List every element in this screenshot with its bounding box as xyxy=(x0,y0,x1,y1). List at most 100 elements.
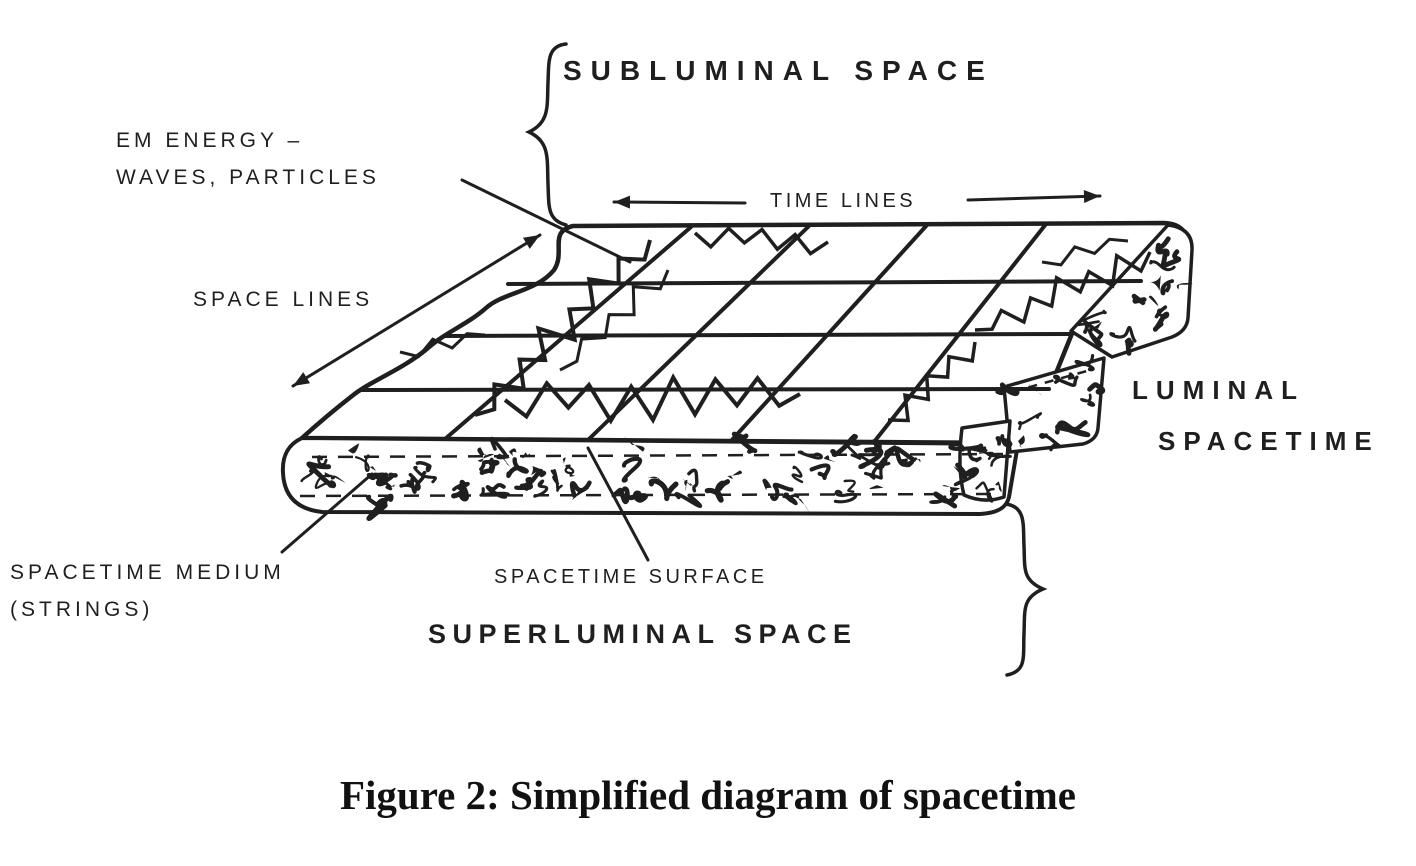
string-squiggle xyxy=(1080,393,1096,407)
string-blob xyxy=(942,485,961,492)
space-line xyxy=(443,225,693,441)
em-zigzag xyxy=(559,269,670,372)
em-zigzag xyxy=(887,341,977,423)
em-zigzag xyxy=(1041,237,1129,267)
grouping-braces xyxy=(524,42,1048,677)
string-blob xyxy=(508,448,517,457)
string-blob xyxy=(874,441,884,454)
string-blob xyxy=(913,456,921,463)
string-blob xyxy=(1090,321,1102,329)
medium-dashed-lines xyxy=(299,367,1095,498)
string-blob xyxy=(953,465,968,479)
label-em-energy-line2: WAVES, PARTICLES xyxy=(116,166,380,189)
slab-faces xyxy=(280,220,1194,516)
dashed-line xyxy=(1011,367,1095,394)
em-zigzag xyxy=(503,373,801,425)
string-squiggle xyxy=(1075,309,1107,327)
arrows-and-leaders xyxy=(280,178,1102,562)
em-energy-leader xyxy=(460,178,632,264)
string-blob xyxy=(823,455,836,463)
string-squiggle xyxy=(1160,279,1175,296)
string-squiggle xyxy=(953,472,975,487)
string-squiggle xyxy=(1017,412,1043,431)
string-squiggle xyxy=(514,476,533,491)
time-line xyxy=(443,332,1073,338)
string-squiggle xyxy=(451,479,470,502)
string-squiggle xyxy=(929,489,955,504)
space-line xyxy=(586,224,811,442)
string-blob xyxy=(762,478,772,490)
string-squiggle xyxy=(843,439,863,460)
string-blob xyxy=(798,498,810,513)
superluminal-brace xyxy=(1004,502,1048,677)
string-squiggle xyxy=(399,477,417,494)
string-squiggle xyxy=(648,478,679,501)
string-blob xyxy=(1018,435,1025,448)
arrowhead xyxy=(522,235,540,249)
string-squiggle xyxy=(380,472,398,485)
arrowhead xyxy=(1083,189,1100,203)
string-squiggle xyxy=(1087,382,1106,395)
luminal-lower-face xyxy=(958,419,1012,502)
string-squiggle xyxy=(506,457,529,478)
string-squiggle xyxy=(564,464,575,475)
string-squiggle xyxy=(415,461,432,473)
string-squiggle xyxy=(1131,293,1147,306)
string-blob xyxy=(684,479,688,492)
string-squiggle xyxy=(704,480,726,503)
string-squiggle xyxy=(1149,259,1176,272)
string-squiggle xyxy=(1039,433,1063,452)
string-blob xyxy=(1148,295,1159,306)
label-luminal-line2: SPACETIME xyxy=(1158,426,1380,456)
string-squiggle xyxy=(830,433,858,457)
string-blob xyxy=(388,484,396,488)
string-squiggle xyxy=(479,462,496,475)
string-blob xyxy=(569,471,577,478)
string-squiggle xyxy=(408,470,427,491)
string-squiggle xyxy=(1160,249,1182,269)
string-blob xyxy=(531,465,541,475)
dashed-line xyxy=(299,492,997,498)
string-blob xyxy=(624,436,645,452)
string-squiggle xyxy=(621,456,643,483)
string-blob xyxy=(347,443,360,454)
string-squiggle xyxy=(485,483,508,499)
string-blob xyxy=(562,457,566,467)
string-squiggle xyxy=(878,445,897,466)
strings-texture xyxy=(300,236,1193,521)
string-squiggle xyxy=(933,491,959,509)
em-wave-squiggles xyxy=(399,225,1152,425)
string-blob xyxy=(503,458,510,467)
string-squiggle xyxy=(770,482,794,502)
string-squiggle xyxy=(611,486,630,504)
string-blob xyxy=(1068,372,1083,380)
arrowhead xyxy=(614,195,631,209)
spacetime-medium-leader xyxy=(280,472,374,554)
label-time-lines: TIME LINES xyxy=(770,190,917,212)
label-em-energy-line1: EM ENERGY – xyxy=(116,129,304,152)
label-superluminal-space: SUPERLUMINAL SPACE xyxy=(428,619,858,649)
string-squiggle xyxy=(894,446,916,468)
string-blob xyxy=(1149,275,1161,291)
label-luminal-line1: LUMINAL xyxy=(1132,375,1305,405)
string-squiggle xyxy=(948,442,984,452)
string-squiggle xyxy=(1087,328,1103,348)
em-zigzag xyxy=(399,332,486,359)
figure-caption: Figure 2: Simplified diagram of spacetim… xyxy=(339,772,1077,818)
string-squiggle xyxy=(365,494,388,508)
string-squiggle xyxy=(413,465,437,484)
spacetime-surface-leader xyxy=(586,446,650,562)
string-squiggle xyxy=(314,474,335,490)
string-squiggle xyxy=(1155,236,1171,257)
string-squiggle xyxy=(533,479,549,498)
label-space-lines: SPACE LINES xyxy=(193,288,374,311)
string-blob xyxy=(1028,383,1042,396)
string-squiggle xyxy=(687,468,699,493)
em-zigzag xyxy=(974,251,1152,332)
time-lines-arrow-left xyxy=(612,200,747,205)
string-squiggle xyxy=(1124,337,1134,356)
string-blob xyxy=(477,453,495,462)
string-blob xyxy=(647,476,662,483)
